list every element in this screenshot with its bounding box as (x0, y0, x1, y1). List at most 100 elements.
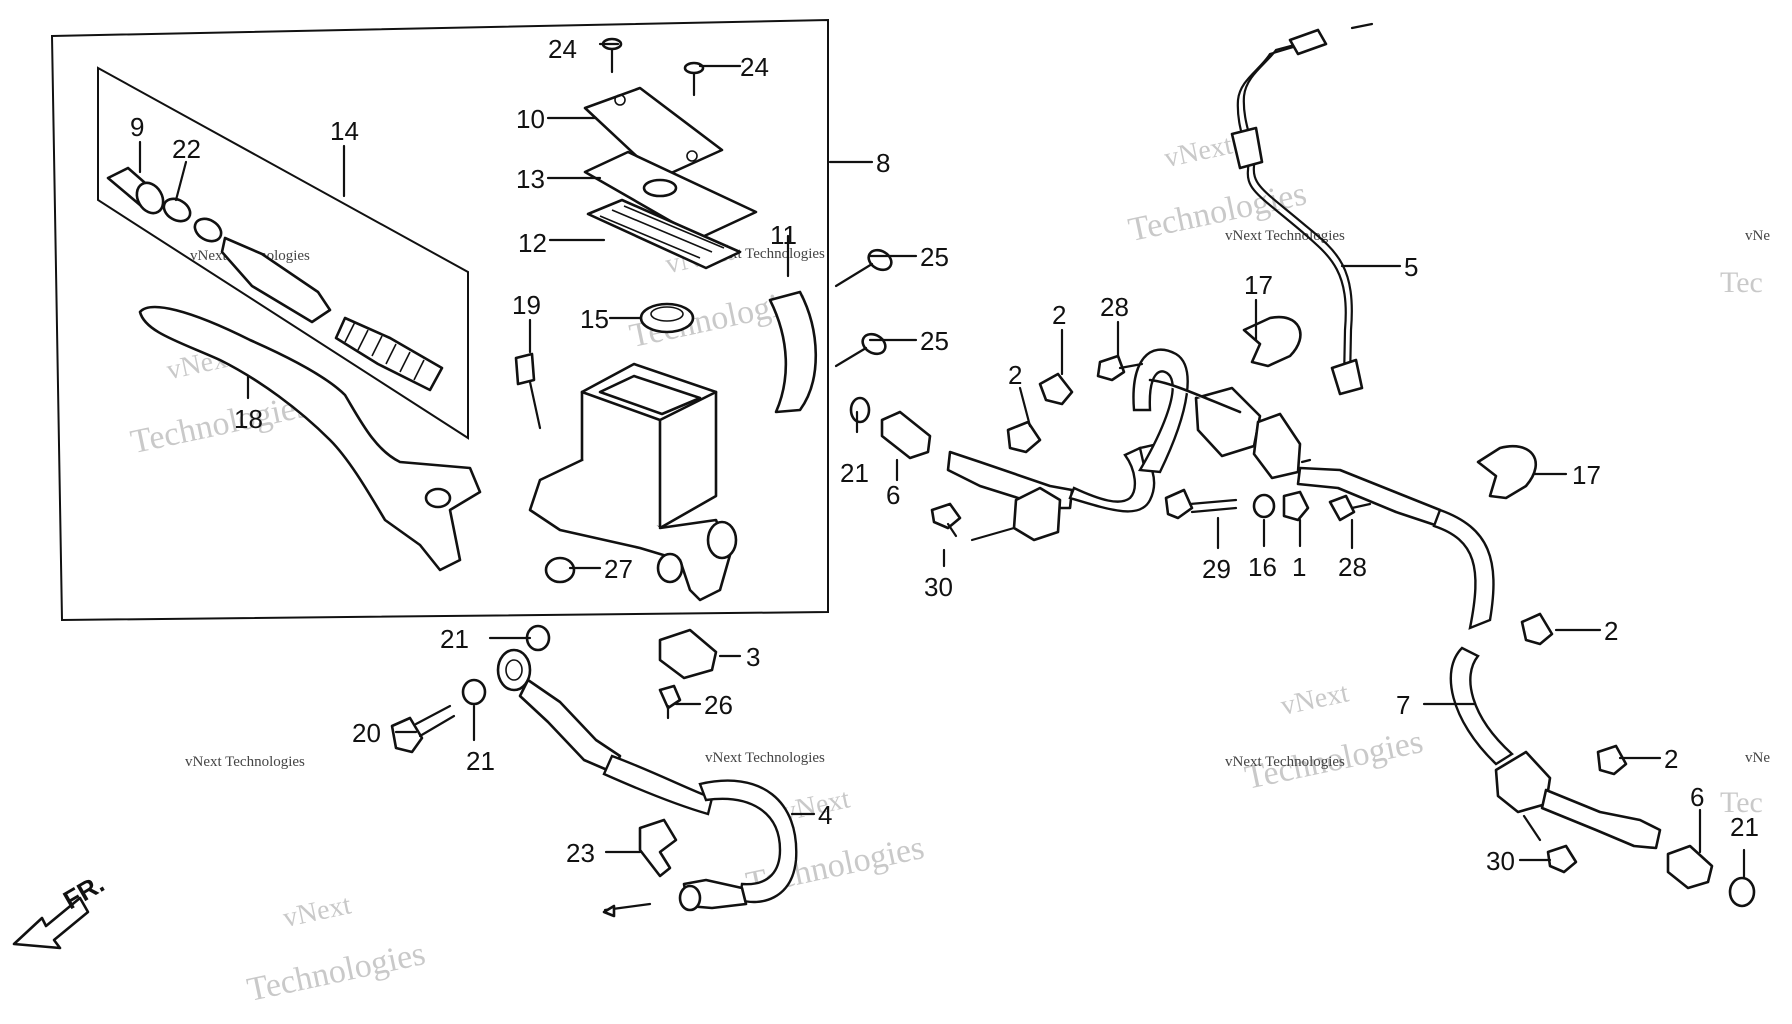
callout-6b: 6 (1690, 782, 1704, 812)
callout-10: 10 (516, 104, 545, 134)
hose-4-fitting (518, 678, 622, 774)
callout-9: 9 (130, 112, 144, 142)
callout-7: 7 (1396, 690, 1410, 720)
circlip-22 (162, 197, 192, 223)
bolt-28 (1096, 354, 1126, 382)
banjo-fitting (496, 648, 532, 692)
watermark-text: vNext (1278, 677, 1352, 722)
hose-clip-2 (1006, 420, 1042, 454)
callout-14: 14 (330, 116, 359, 146)
hose-right-fitting (1296, 466, 1442, 528)
pivot-bolt-19 (514, 352, 542, 430)
pipe-clamp-17b (1476, 445, 1538, 500)
callout-20: 20 (352, 718, 381, 748)
callout-16: 16 (1248, 552, 1277, 582)
callout-12: 12 (518, 228, 547, 258)
leader-lines (138, 42, 1746, 880)
callout-6a: 6 (886, 480, 900, 510)
callout-4: 4 (818, 800, 832, 830)
pipe-segment (1148, 378, 1242, 414)
screw-25 (834, 248, 893, 288)
banjo-bolt-20 (390, 704, 456, 754)
seal-ring (639, 302, 695, 334)
piston-cup-9 (106, 166, 165, 215)
hose-clip-2c (1596, 744, 1628, 776)
callout-25b: 25 (920, 326, 949, 356)
bolt-30b (1546, 844, 1578, 874)
pipe-grommet (1230, 126, 1264, 170)
brake-light-switch (658, 628, 718, 680)
screw-24 (683, 61, 705, 97)
callout-3: 3 (746, 642, 760, 672)
watermark-text: vNext (280, 889, 354, 934)
direction-arrow (1350, 22, 1374, 30)
piston-rod (220, 236, 332, 324)
union-bolt-6b (1666, 844, 1714, 890)
master-cylinder-assembly-outline (50, 18, 829, 622)
pipe-nut-bottom (1330, 358, 1364, 396)
callout-28b: 28 (1338, 552, 1367, 582)
brake-hose-right-lower (1449, 646, 1514, 766)
callout-2d: 2 (1664, 744, 1678, 774)
watermark-text: Technologies (244, 935, 429, 1009)
callout-1: 1 (1292, 552, 1306, 582)
diaphragm (586, 198, 742, 270)
watermark-small: vNe (1745, 750, 1770, 766)
watermark-text: vNext (1162, 130, 1236, 175)
callout-17b: 17 (1572, 460, 1601, 490)
dust-boot (334, 316, 444, 392)
callout-2b: 2 (1008, 360, 1022, 390)
joint-body (1252, 412, 1302, 480)
callout-21b: 21 (1730, 812, 1759, 842)
watermark-small: vNext Technologies (185, 754, 305, 770)
callout-27: 27 (604, 554, 633, 584)
brake-hose-4-mid (602, 754, 714, 816)
callout-29: 29 (1202, 554, 1231, 584)
sealing-washer-21b (1728, 876, 1756, 908)
sealing-washer-21 (849, 396, 871, 424)
callout-labels: 24 24 10 13 12 15 11 8 25 25 9 22 14 18 … (130, 34, 1759, 876)
master-cylinder-body (528, 362, 738, 602)
callout-5: 5 (1404, 252, 1418, 282)
hose-clip-2b (1520, 612, 1554, 646)
rubber-cap-27 (544, 556, 576, 584)
callout-30b: 30 (1486, 846, 1515, 876)
sealing-washer-21d (461, 678, 487, 706)
screw-25 (834, 332, 887, 368)
callout-2a: 2 (1052, 300, 1066, 330)
callout-21c: 21 (440, 624, 469, 654)
hose-clip-23 (638, 818, 678, 878)
callout-2c: 2 (1604, 616, 1618, 646)
callout-15: 15 (580, 304, 609, 334)
hose-4-nut (678, 884, 702, 912)
callout-8: 8 (876, 148, 890, 178)
callout-17a: 17 (1244, 270, 1273, 300)
callout-21a: 21 (840, 458, 869, 488)
watermark-small: vNe (1745, 228, 1770, 244)
callout-18: 18 (234, 404, 263, 434)
washer-16 (1252, 493, 1276, 519)
pipe-nut-top (1288, 28, 1328, 56)
callout-13: 13 (516, 164, 545, 194)
hose-end-right (1540, 788, 1662, 850)
callout-25a: 25 (920, 242, 949, 272)
callout-22: 22 (172, 134, 201, 164)
callout-26: 26 (704, 690, 733, 720)
watermark-text: Tec (1720, 786, 1763, 819)
hose-clip-2 (1038, 372, 1074, 406)
brake-hose-right-upper (1432, 508, 1495, 630)
front-direction-arrow: FR. (12, 868, 109, 950)
bolt-28b (1328, 494, 1356, 522)
bolt-29 (1164, 488, 1194, 520)
lever-pivot-hole (424, 487, 452, 509)
piston-kit-outline (97, 66, 469, 440)
washer (193, 217, 223, 243)
brake-hose-loop (1132, 348, 1189, 474)
watermark-text: Tec (1720, 266, 1763, 299)
callout-30a: 30 (924, 572, 953, 602)
callout-28a: 28 (1100, 292, 1129, 322)
plate-hole (642, 178, 678, 198)
callout-21d: 21 (466, 746, 495, 776)
nut-1 (1282, 490, 1310, 522)
